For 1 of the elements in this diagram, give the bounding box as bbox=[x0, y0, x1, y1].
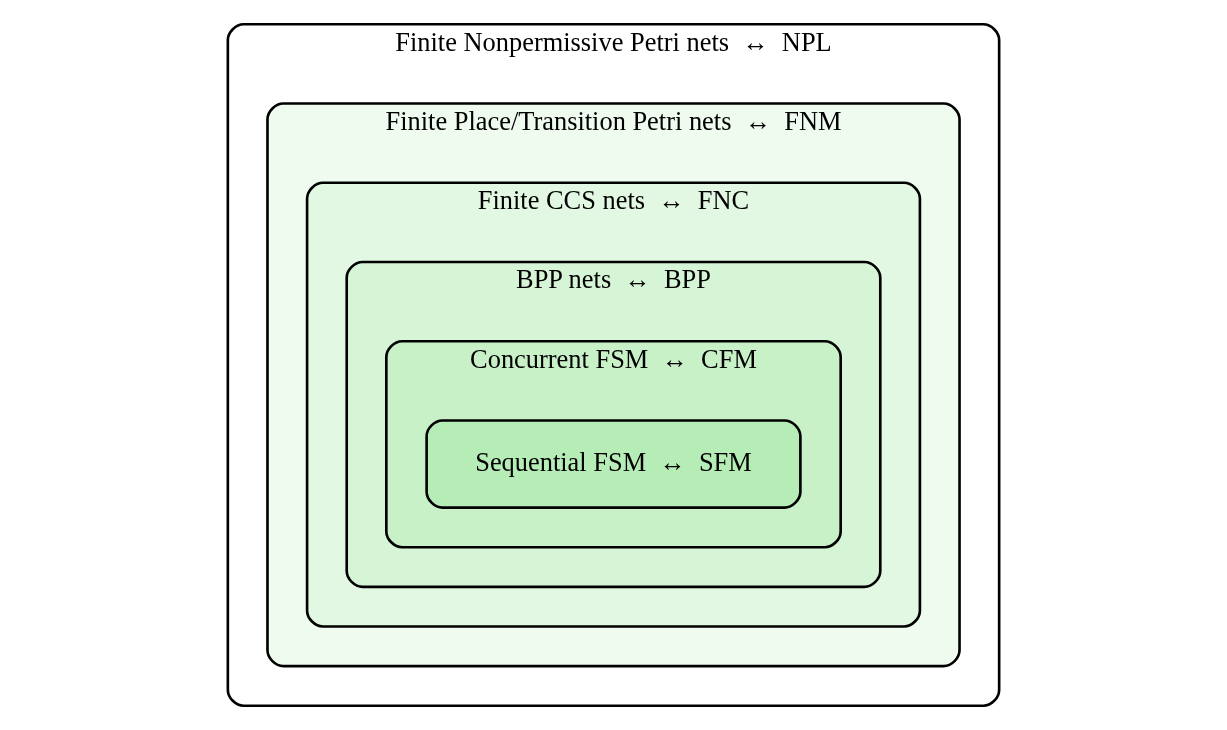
node-box: Sequential FSM ↔ SFM bbox=[425, 419, 802, 509]
